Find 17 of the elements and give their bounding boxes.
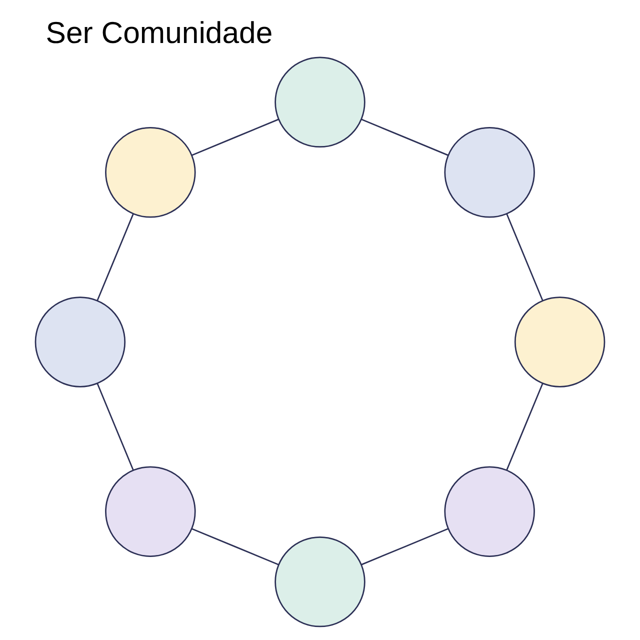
node-person — [34, 296, 126, 388]
connector — [506, 214, 544, 301]
connector — [506, 383, 544, 470]
diagram-title: Ser Comunidade — [46, 17, 273, 50]
node-person — [514, 296, 606, 388]
connector — [192, 118, 279, 156]
connector — [96, 383, 134, 470]
connector — [192, 528, 279, 566]
connector — [361, 528, 448, 566]
connector — [361, 118, 448, 156]
connector — [96, 214, 134, 301]
node-person — [444, 466, 535, 557]
node-person — [274, 56, 366, 148]
node-person — [105, 466, 196, 557]
node-person — [444, 127, 535, 218]
node-person — [105, 127, 196, 218]
node-person — [274, 536, 366, 628]
